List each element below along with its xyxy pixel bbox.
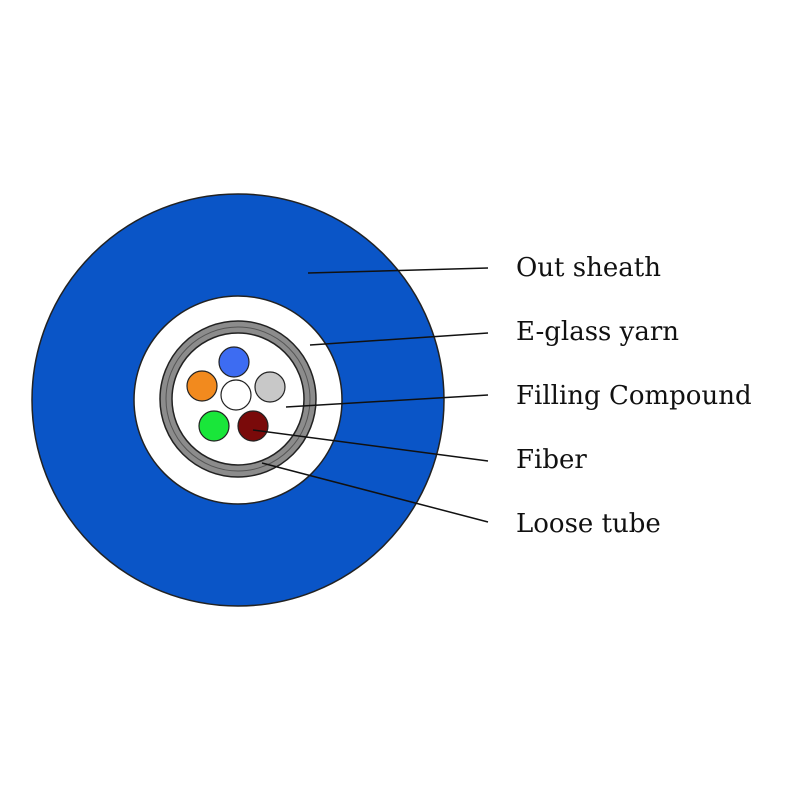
fiber-white [220, 379, 252, 411]
fiber-gray [254, 371, 286, 403]
leader-filling-compound [285, 394, 489, 408]
label-fiber: Fiber [516, 445, 587, 475]
label-filling-compound: Filling Compound [516, 381, 752, 411]
leader-loose-tube [261, 462, 489, 523]
leader-e-glass-yarn [309, 332, 489, 346]
fiber-blue [218, 346, 250, 378]
leader-out-sheath [307, 267, 489, 274]
fiber-orange [186, 370, 218, 402]
leader-fiber [252, 429, 489, 462]
label-out-sheath: Out sheath [516, 253, 661, 283]
loose-tube-inner-edge [165, 326, 311, 472]
label-e-glass-yarn: E-glass yarn [516, 317, 679, 347]
label-loose-tube: Loose tube [516, 509, 661, 539]
fiber-green [198, 410, 230, 442]
fiber-red [237, 410, 269, 442]
